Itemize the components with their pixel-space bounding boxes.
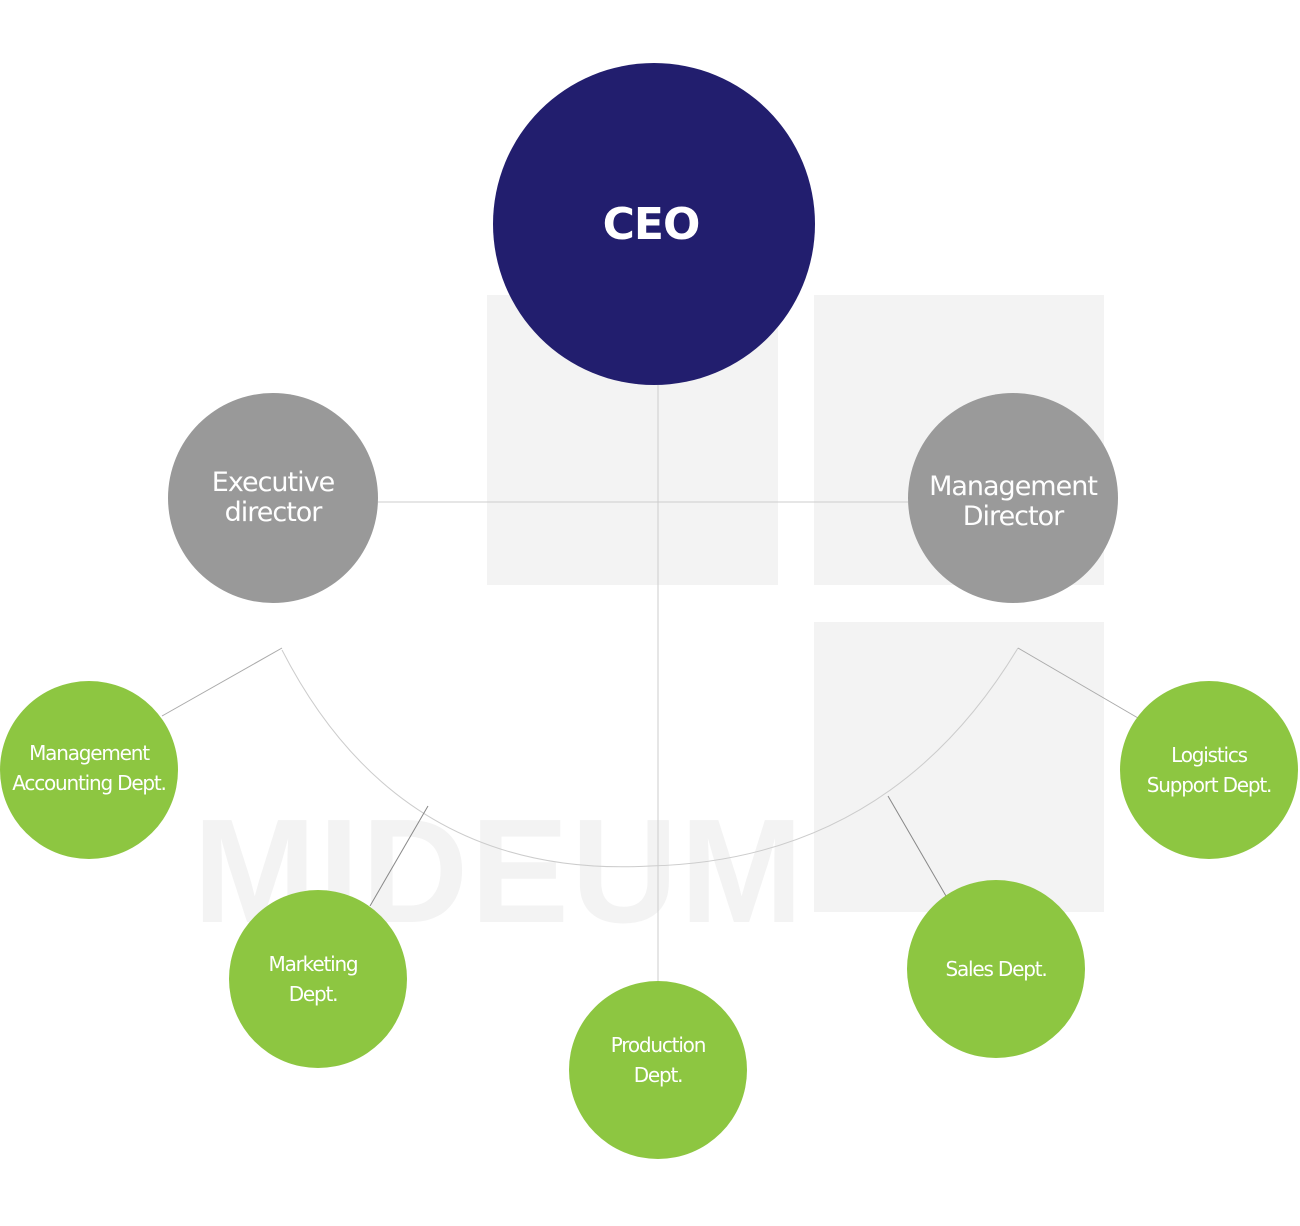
logistics-support-dept-node: Logistics Support Dept. — [1120, 681, 1298, 859]
management-accounting-dept-label: Management Accounting Dept. — [12, 741, 167, 795]
management-accounting-connector — [161, 647, 283, 717]
sales-dept-label: Sales Dept. — [945, 957, 1048, 981]
marketing-connector — [369, 805, 429, 907]
production-dept-label: Production Dept. — [610, 1033, 707, 1087]
executive-director-node: Executive director — [168, 393, 378, 603]
executive-director-label: Executive director — [211, 467, 335, 528]
management-accounting-dept-node: Management Accounting Dept. — [0, 681, 178, 859]
ceo-node: CEO — [493, 63, 815, 385]
sales-connector — [887, 795, 947, 897]
sales-dept-node: Sales Dept. — [907, 880, 1085, 1058]
production-dept-node: Production Dept. — [569, 981, 747, 1159]
management-director-node: Management Director — [908, 393, 1118, 603]
marketing-dept-label: Marketing Dept. — [268, 952, 359, 1006]
logistics-connector — [1017, 647, 1139, 719]
department-arc — [281, 647, 1019, 868]
logistics-support-dept-label: Logistics Support Dept. — [1146, 743, 1273, 797]
marketing-dept-node: Marketing Dept. — [229, 890, 407, 1068]
ceo-label: CEO — [602, 198, 701, 250]
management-director-label: Management Director — [929, 471, 1098, 532]
